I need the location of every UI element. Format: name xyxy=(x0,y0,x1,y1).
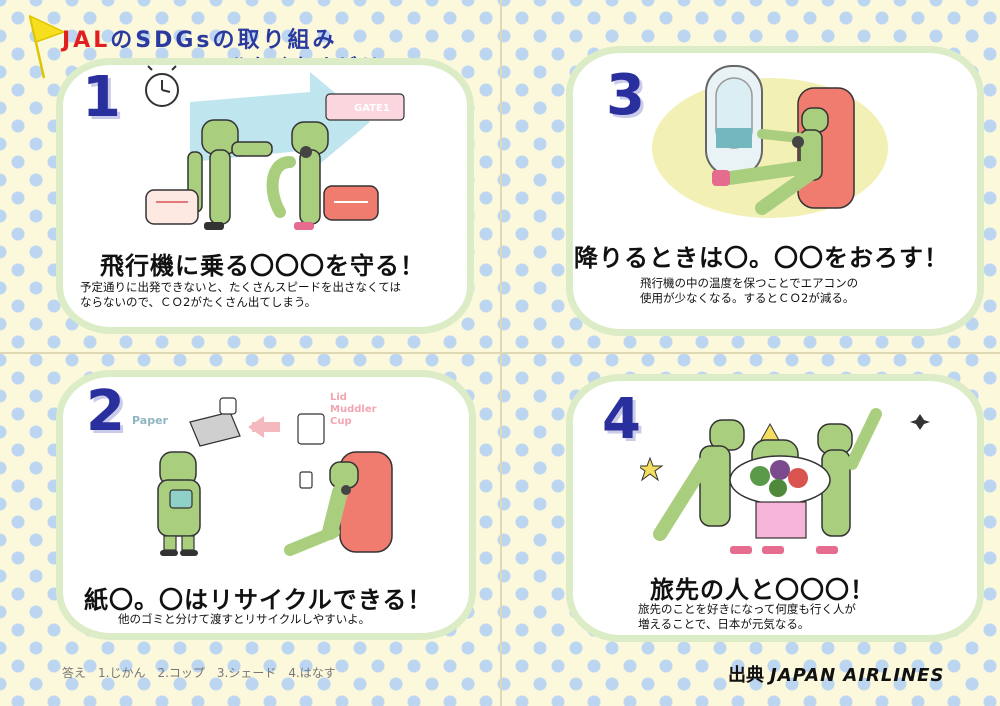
card-1-description: 予定通りに出発できないと、たくさんスピードを出さなくては ならないので、ＣＯ2が… xyxy=(80,280,401,309)
card-3-illustration xyxy=(652,65,888,218)
muddler-label: Muddler xyxy=(330,404,377,415)
flag-icon xyxy=(28,14,66,79)
card-1-illustration: GATE1 xyxy=(145,65,405,230)
card-2-description: 他のゴミと分けて渡すとリサイクルしやすいよ。 xyxy=(118,612,371,626)
card-2 xyxy=(56,370,476,640)
brand-jal: JAL xyxy=(62,28,111,53)
card-3-number: 3 xyxy=(606,63,645,128)
lid-label: Lid xyxy=(330,392,347,403)
card-2-illustration: Paper Lid Muddler Cup xyxy=(132,392,393,556)
card-4-title: 旅先の人と〇〇〇！ xyxy=(650,576,875,604)
page-title-rest: のSDGsの取り組み xyxy=(110,28,338,53)
card-4-illustration xyxy=(640,408,930,554)
card-4-number: 4 xyxy=(602,387,641,452)
card-4-description: 旅先のことを好きになって何度も行く人が 増えることで、日本が元気なる。 xyxy=(638,602,856,631)
card-3-description: 飛行機の中の温度を保つことでエアコンの 使用が少なくなる。するとＣＯ2が減る。 xyxy=(640,276,859,305)
card-1-title: 飛行機に乗る〇〇〇を守る！ xyxy=(100,252,425,280)
source-credit: 出典 JAPAN AIRLINES xyxy=(728,661,944,687)
page-title: JALのSDGsの取り組み xyxy=(62,22,338,54)
source-name: JAPAN AIRLINES xyxy=(770,665,945,686)
clock-icon xyxy=(145,65,179,107)
answers-text: 答え 1.じかん 2.コップ 3.シェード 4.はなす xyxy=(62,666,336,680)
card-1-number: 1 xyxy=(82,65,121,130)
card-3-title: 降りるときは〇。〇〇をおろす！ xyxy=(574,244,949,272)
paper-label: Paper xyxy=(132,414,169,427)
cup-label: Cup xyxy=(330,416,352,427)
source-label: 出典 xyxy=(728,665,764,686)
star-icon xyxy=(640,456,664,482)
horizontal-divider xyxy=(0,352,1000,354)
gate-sign-text: GATE1 xyxy=(354,103,390,114)
card-2-number: 2 xyxy=(86,379,125,444)
card-2-title: 紙〇。〇はリサイクルできる！ xyxy=(84,586,433,614)
